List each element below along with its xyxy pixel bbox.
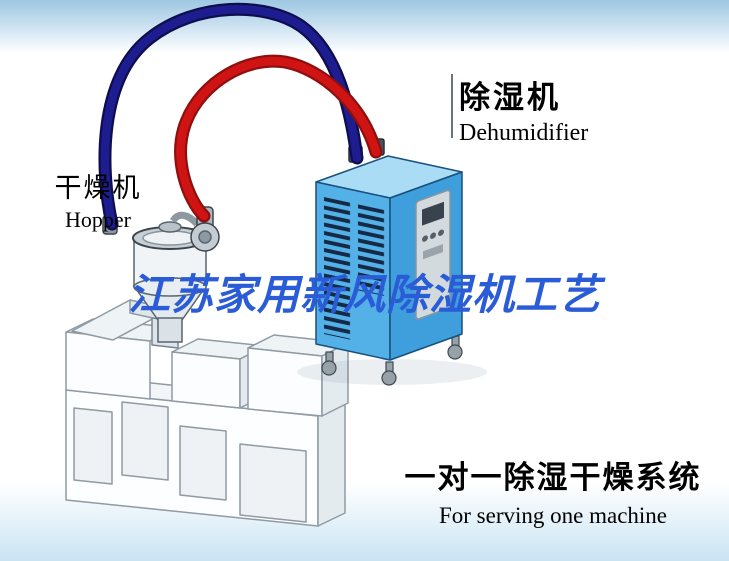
extruder-illustration — [65, 299, 349, 527]
caster-wheel — [321, 360, 337, 376]
extruder-panel — [179, 425, 227, 501]
watermark-title: 江苏家用新风除湿机工艺 — [127, 273, 601, 319]
extruder-tower-front — [65, 331, 151, 400]
control-panel-button — [430, 232, 436, 239]
dehumidifier-label-en: Dehumidifier — [459, 120, 589, 146]
dehumidifier-control-panel — [415, 189, 451, 320]
hopper-lid-inner — [142, 230, 198, 246]
caption-en: For serving one machine — [438, 503, 668, 528]
hopper-illustration — [102, 206, 220, 343]
extruder-panel — [239, 443, 307, 523]
label-divider-line — [451, 74, 453, 138]
hopper-label: 干燥机 Hopper — [32, 166, 164, 233]
hopper-loading-pipe — [169, 211, 200, 227]
hopper-outlet — [157, 317, 183, 343]
caster-wheel — [447, 344, 463, 360]
vent-grid-lower — [324, 281, 352, 341]
extruder-boxB-front — [171, 351, 241, 409]
vent-grid-upper — [324, 196, 386, 297]
caption-cn: 一对一除湿干燥系统 — [404, 460, 702, 495]
caption: 一对一除湿干燥系统 For serving one machine — [400, 452, 706, 529]
extruder-body-side — [317, 402, 346, 527]
hopper-label-en: Hopper — [65, 207, 131, 232]
hopper-label-cn: 干燥机 — [54, 173, 142, 203]
hopper-body-bottom — [133, 277, 207, 297]
pipes — [98, 2, 383, 231]
blue-pipe-core — [100, 5, 362, 229]
hopper-blower-hub — [198, 230, 212, 244]
extruder-panel — [121, 401, 169, 481]
extruder-panel — [73, 407, 113, 485]
hopper-cap — [158, 221, 182, 233]
dehumidifier-label-cn: 除湿机 — [459, 80, 561, 115]
control-panel-vent — [423, 244, 443, 260]
control-panel-button — [422, 235, 428, 242]
dehumidifier-label: 除湿机 Dehumidifier — [459, 72, 588, 147]
extruder-boxC-front — [247, 347, 323, 417]
caster-wheels — [321, 335, 463, 386]
caster-wheel — [381, 370, 397, 386]
red-pipe-core — [176, 56, 381, 221]
dehumidifier-vents — [324, 196, 386, 341]
control-panel-button — [438, 229, 444, 236]
control-panel-display — [422, 201, 444, 226]
